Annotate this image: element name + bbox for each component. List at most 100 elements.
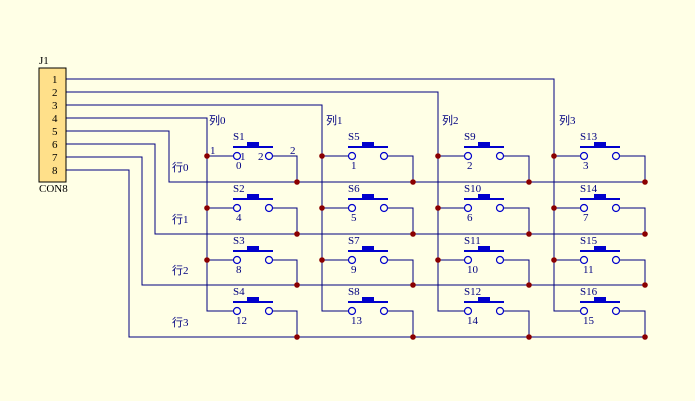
switch-ref-label: S9: [464, 131, 476, 143]
connector-body: [38, 67, 67, 183]
switch-S6: S6 5: [347, 183, 389, 224]
key-number-label: 11: [583, 264, 594, 276]
switch-contact-left: [463, 306, 473, 316]
connector-pin-1: 1: [52, 74, 58, 86]
switch-right-stub: [384, 310, 414, 337]
junction-dot: [319, 257, 325, 263]
switch-ref-label: S3: [233, 235, 245, 247]
switch-button: [362, 194, 374, 199]
switch-contact-right: [379, 151, 389, 161]
switch-ref-label: S12: [464, 286, 481, 298]
connector-pin-6: 6: [52, 139, 58, 151]
s1-pin-mark-left: 1: [210, 145, 216, 157]
junction-dot: [642, 282, 648, 288]
key-number-label: 6: [467, 212, 473, 224]
key-number-label: 13: [351, 315, 363, 327]
junction-dot: [410, 179, 416, 185]
switch-ref-label: S14: [580, 183, 598, 195]
switch-contact-left: [463, 203, 473, 213]
row-label-3: 行3: [172, 316, 189, 329]
junction-dot: [294, 334, 300, 340]
switch-ref-label: S10: [464, 183, 482, 195]
switch-contact-left: [347, 306, 357, 316]
junctions: [204, 153, 648, 340]
connector-pin-4: 4: [52, 113, 58, 125]
key-number-label: 2: [467, 160, 473, 172]
switch-contact-right: [611, 151, 621, 161]
switch-button: [362, 297, 374, 302]
junction-dot: [319, 153, 325, 159]
switches: S10S51S92S133S24S65S106S147S38S79S1110S1…: [232, 131, 621, 327]
column-label-2: 列2: [442, 113, 459, 127]
switch-contact-left: [579, 306, 589, 316]
switch-contact-left: [579, 151, 589, 161]
switch-contact-left: [232, 203, 242, 213]
switch-contact-left: [463, 151, 473, 161]
junction-dot: [526, 334, 532, 340]
switch-S1: S10: [232, 131, 274, 172]
row-label-1: 行1: [172, 213, 189, 226]
switch-contact-right: [264, 306, 274, 316]
switch-right-stub: [500, 310, 530, 337]
junction-dot: [642, 231, 648, 237]
switch-contact-right: [495, 306, 505, 316]
connector-pin-5: 5: [52, 126, 58, 138]
junction-dot: [526, 282, 532, 288]
switch-button: [478, 297, 490, 302]
switch-button: [594, 142, 606, 147]
junction-dot: [410, 334, 416, 340]
switch-contact-left: [579, 255, 589, 265]
key-number-label: 15: [583, 315, 595, 327]
switch-button: [247, 297, 259, 302]
switch-ref-label: S11: [464, 235, 481, 247]
junction-dot: [410, 282, 416, 288]
switch-right-stub: [500, 259, 530, 285]
connector-part-label: CON8: [39, 183, 68, 195]
junction-dot: [319, 205, 325, 211]
key-number-label: 4: [236, 212, 242, 224]
junction-dot: [204, 205, 210, 211]
row-wire-1: [66, 143, 645, 235]
switch-contact-left: [579, 203, 589, 213]
row-label-0: 行0: [172, 161, 189, 174]
junction-dot: [204, 153, 210, 159]
switch-button: [594, 194, 606, 199]
junction-dot: [204, 257, 210, 263]
switch-contact-right: [379, 255, 389, 265]
switch-contact-right: [611, 306, 621, 316]
switch-button: [247, 246, 259, 251]
junction-dot: [294, 179, 300, 185]
switch-right-stub: [384, 259, 414, 285]
column-wire-0: [66, 117, 233, 312]
switch-S5: S51: [347, 131, 389, 172]
switch-S7: S79: [347, 235, 389, 276]
connector-pin-8: 8: [52, 165, 58, 177]
row-wire-3: [66, 169, 645, 338]
column-label-1: 列1: [326, 113, 343, 127]
junction-dot: [410, 231, 416, 237]
key-number-label: 5: [351, 212, 357, 224]
junction-dot: [551, 257, 557, 263]
column-wire-3: [66, 78, 580, 312]
switch-right-stub: [384, 155, 414, 182]
switch-contact-left: [347, 151, 357, 161]
switch-ref-label: S4: [233, 286, 245, 298]
switch-ref-label: S6: [348, 183, 360, 195]
key-number-label: 8: [236, 264, 242, 276]
switch-right-stub: [269, 310, 298, 337]
switch-contact-right: [611, 255, 621, 265]
row-label-2: 行2: [172, 264, 189, 277]
s1-pin-label-right: 2: [258, 151, 264, 163]
switch-contact-right: [264, 151, 274, 161]
switch-contact-right: [495, 151, 505, 161]
switch-right-stub: [616, 207, 646, 234]
switch-contact-left: [463, 255, 473, 265]
switch-right-stub: [269, 207, 298, 234]
